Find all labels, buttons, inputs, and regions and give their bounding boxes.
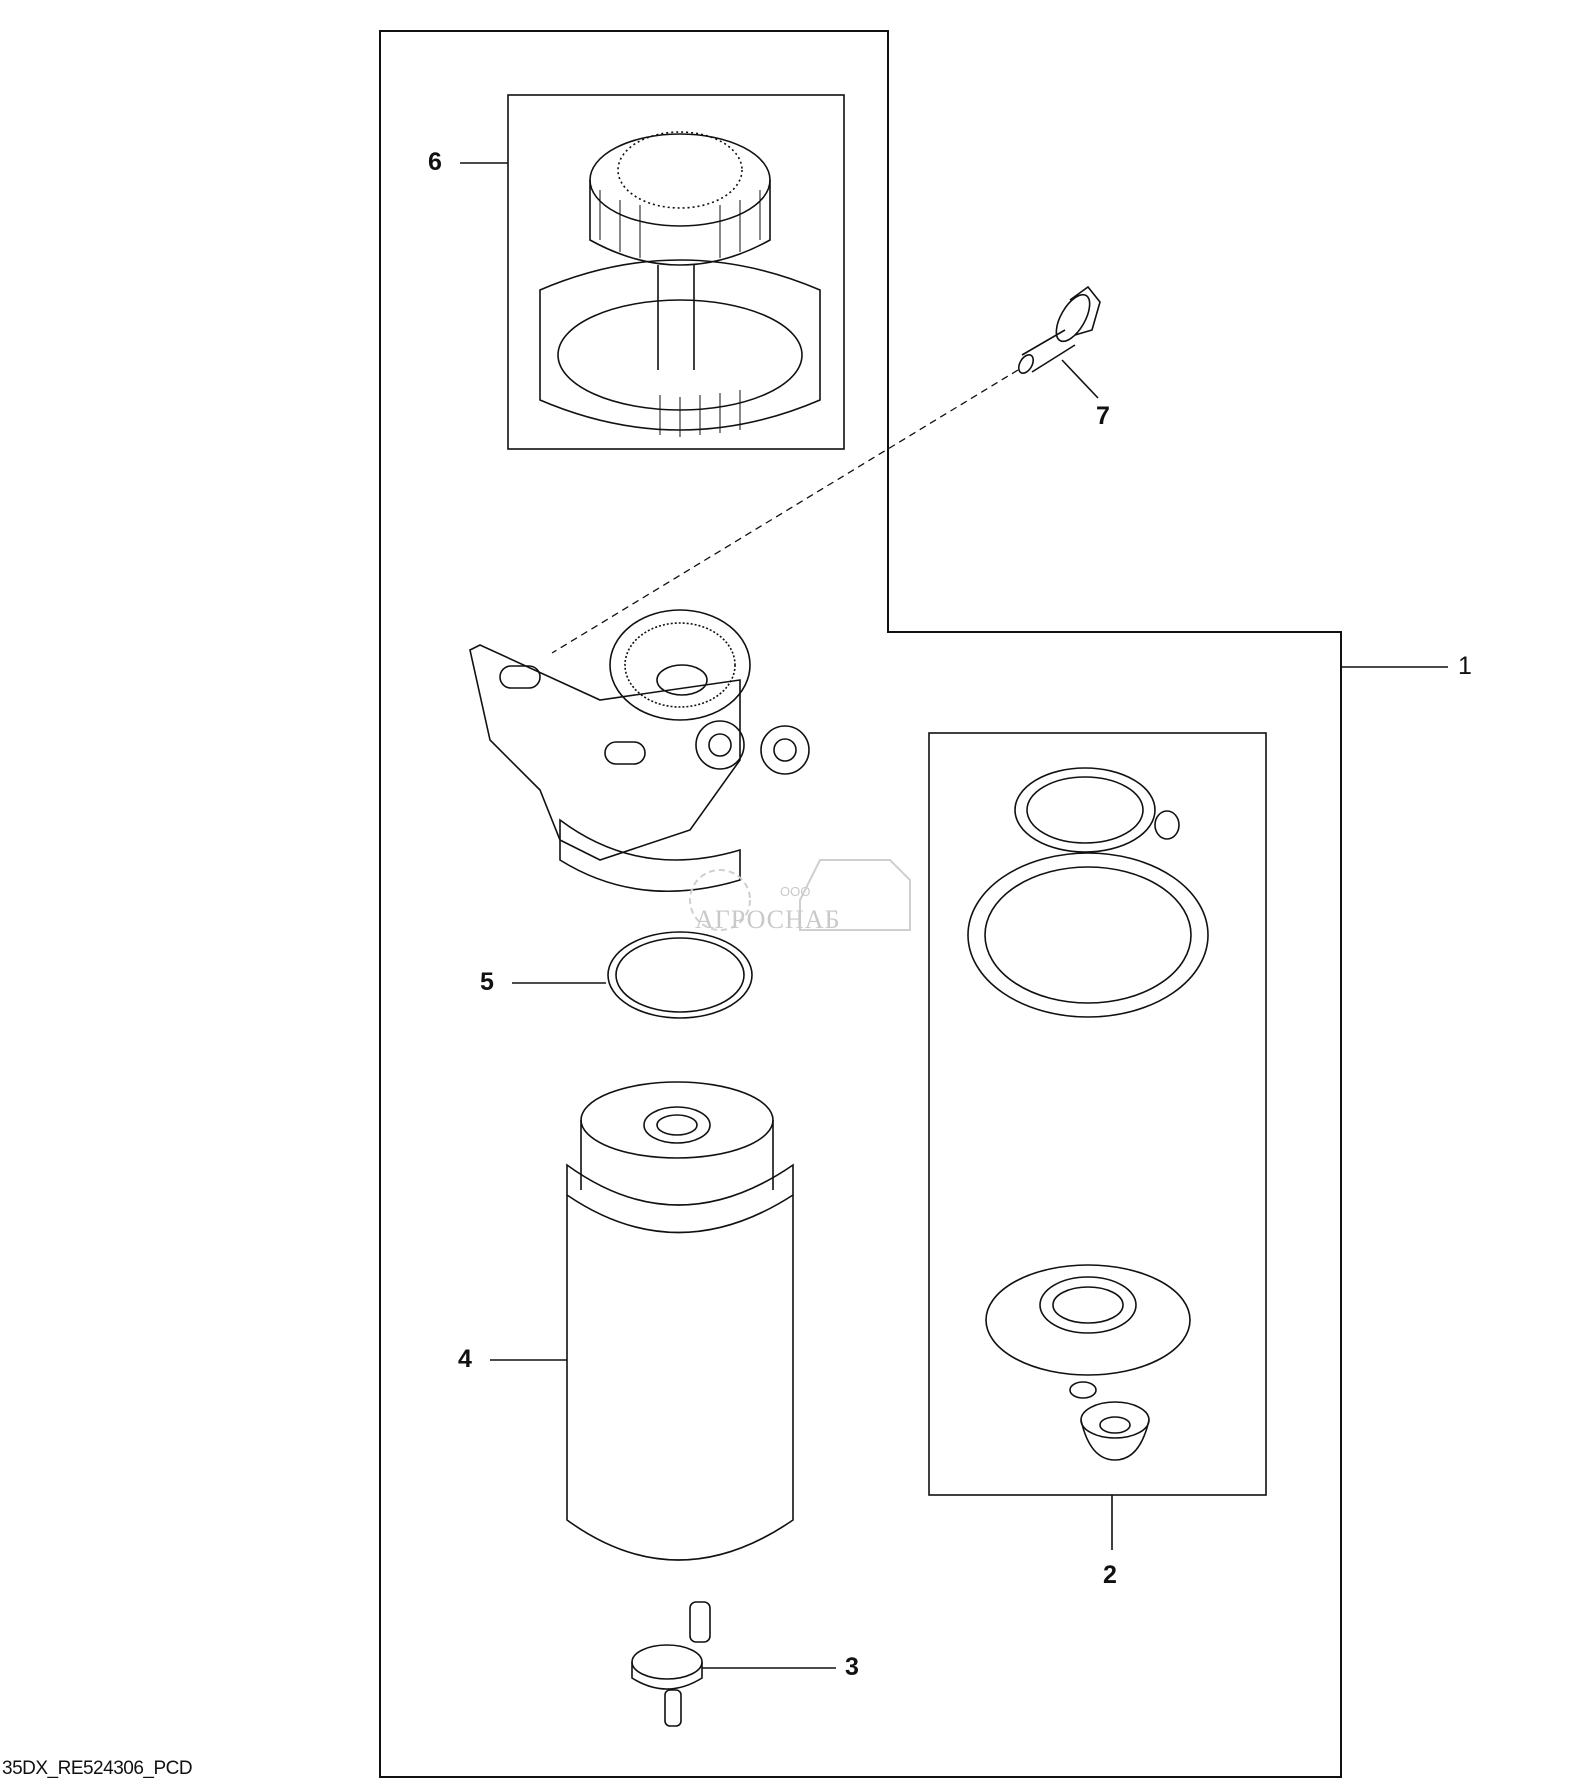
o-ring-drawing xyxy=(607,931,753,1019)
assembly-boundary xyxy=(379,30,1342,1778)
callout-7[interactable]: 7 xyxy=(1096,402,1110,430)
callout-2[interactable]: 2 xyxy=(1103,1561,1117,1589)
filter-element-drawing xyxy=(566,1081,794,1561)
callout-3[interactable]: 3 xyxy=(845,1653,859,1681)
drain-valve-drawing xyxy=(631,1601,711,1727)
bolt-drawing xyxy=(1017,285,1101,374)
drawing-id: 35DX_RE524306_PCD xyxy=(2,1758,193,1779)
watermark-prefix: ООО xyxy=(780,884,811,899)
seal-kit-drawing xyxy=(967,767,1209,1461)
callout-5[interactable]: 5 xyxy=(480,968,494,996)
callout-4[interactable]: 4 xyxy=(458,1345,472,1373)
callout-6[interactable]: 6 xyxy=(428,148,442,176)
bolt-alignment-dashed xyxy=(551,369,1019,654)
leader-7 xyxy=(1061,359,1099,399)
kit-box-6 xyxy=(507,94,845,450)
watermark-logo xyxy=(689,859,911,931)
callout-1[interactable]: 1 xyxy=(1458,652,1472,680)
watermark-brand: АГРОСНАБ xyxy=(695,905,841,934)
collar-drawing xyxy=(539,131,821,437)
kit-box-2 xyxy=(928,732,1267,1496)
filter-head-drawing xyxy=(469,609,810,893)
